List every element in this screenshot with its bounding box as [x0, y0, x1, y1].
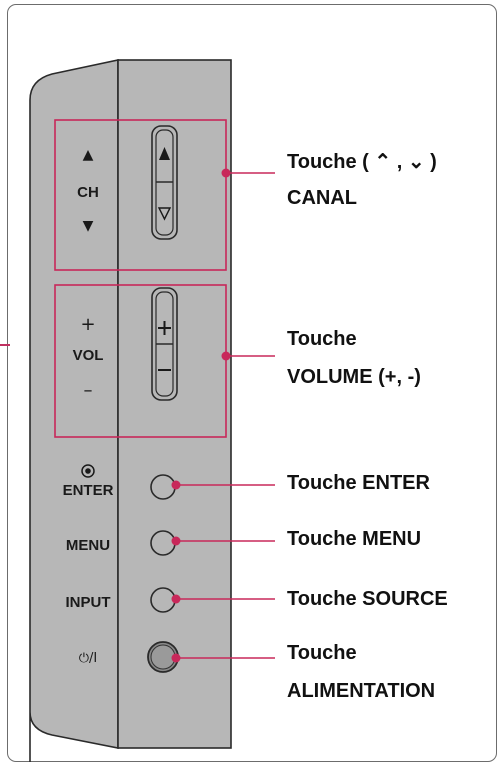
callout-channel-line2: CANAL	[287, 187, 357, 209]
callout-channel-line1: Touche ( ⌃ , ⌄ )	[287, 151, 437, 173]
volume-plus-icon	[158, 321, 171, 335]
power-symbol-label: ⏻/I	[78, 651, 98, 666]
channel-highlight-box	[54, 119, 227, 271]
callout-source: Touche SOURCE	[287, 588, 448, 610]
input-button	[150, 587, 176, 613]
ch-label: CH	[77, 184, 99, 201]
input-label: INPUT	[65, 594, 111, 611]
callout-dot-volume	[221, 351, 231, 361]
callout-dot-enter	[171, 480, 181, 490]
vol-minus-sign: –	[83, 380, 93, 401]
vol-plus-sign: +	[80, 314, 96, 335]
ch-down-arrow: ▼	[82, 218, 94, 234]
menu-label: MENU	[65, 537, 111, 554]
channel-rocker-button	[151, 125, 178, 240]
callout-dot-source	[171, 594, 181, 604]
callout-volume-line1: Touche	[287, 328, 357, 350]
callout-menu: Touche MENU	[287, 528, 422, 550]
enter-target-icon	[81, 464, 95, 478]
menu-button	[150, 530, 176, 556]
callout-dot-channel	[221, 168, 231, 178]
edge-marker	[0, 344, 10, 346]
callout-power-line1: Touche	[287, 642, 357, 664]
callout-power-line2: ALIMENTATION	[287, 680, 436, 702]
enter-label: ENTER	[62, 482, 114, 499]
figure-frame	[7, 4, 497, 762]
callout-dot-menu	[171, 536, 181, 546]
volume-highlight-box	[54, 284, 227, 438]
power-button	[147, 641, 179, 673]
callout-volume-line2: VOLUME (+, -)	[287, 366, 421, 388]
channel-up-icon	[159, 147, 170, 160]
callout-enter: Touche ENTER	[287, 472, 430, 494]
callout-dot-power	[171, 653, 181, 663]
volume-rocker-button	[151, 287, 178, 401]
ch-up-arrow: ▲	[82, 147, 94, 163]
vol-label: VOL	[72, 347, 104, 364]
channel-down-icon	[157, 207, 172, 221]
enter-button	[150, 474, 176, 500]
